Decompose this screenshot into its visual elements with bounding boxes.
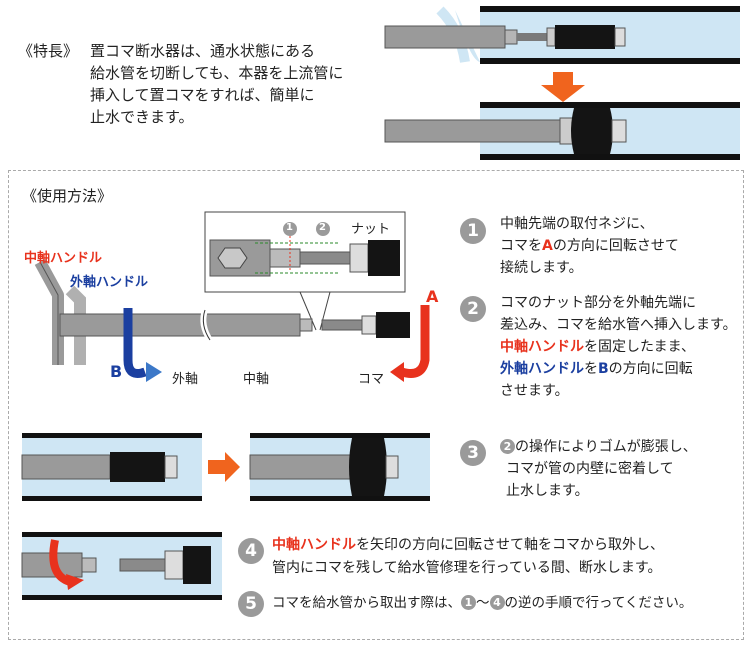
step-2-line-1: コマのナット部分を外軸先端に [500, 295, 696, 311]
step-2-number: 2 [460, 296, 486, 322]
step-3-number: 3 [460, 440, 486, 466]
step-5-number: 5 [238, 591, 264, 617]
top-pipe-after [384, 102, 740, 160]
feature-label: 《特長》 [18, 42, 79, 60]
zoom-marker-2-text: 2 [319, 222, 326, 233]
step-1-number: 1 [460, 218, 486, 244]
step-ref-4: 4 [489, 595, 505, 610]
label-nut: ナット [351, 222, 391, 237]
step-2-line-2: 差込み、コマを給水管へ挿入します。 [500, 317, 737, 333]
step-2-line-5: させます。 [500, 383, 569, 399]
step-4-number: 4 [238, 538, 264, 564]
step-4-line-2: 管内にコマを残して給水管修理を行っている間、断水します。 [272, 560, 662, 576]
label-arrow-a: A [426, 287, 439, 306]
label-koma: コマ [358, 372, 385, 387]
step-4-line-1: 中軸ハンドルを矢印の方向に回転させて軸をコマから取外し、 [272, 537, 664, 553]
feature-line-2: 給水管を切断しても、本器を上流管に [90, 64, 344, 82]
step-2-line-4: 外軸ハンドルをBの方向に回転 [500, 361, 693, 377]
step-2-line-3: 中軸ハンドルを固定したまま、 [500, 339, 696, 355]
zoom-marker-2 [316, 222, 330, 236]
top-pipe-before [384, 6, 740, 64]
label-outer-handle: 外軸ハンドル [70, 275, 149, 290]
step-1-line-3: 接続します。 [500, 260, 583, 276]
step-1-line-2: コマをAの方向に回転させて [500, 238, 679, 254]
label-outer-shaft: 外軸 [172, 372, 199, 387]
step-ref-2: 2 [500, 439, 515, 454]
feature-line-4: 止水できます。 [90, 108, 194, 126]
usage-title: 《使用方法》 [22, 187, 113, 205]
usage-section [8, 170, 744, 640]
right-arrow [208, 452, 240, 482]
feature-line-3: 挿入して置コマをすれば、簡単に [90, 86, 315, 104]
step-1-line-1: 中軸先端の取付ネジに、 [500, 216, 654, 232]
label-arrow-b: B [110, 362, 123, 381]
feature-line-1: 置コマ断水器は、通水状態にある [90, 42, 316, 60]
zoom-marker-1 [283, 222, 297, 236]
step-3-line-3: 止水します。 [506, 483, 589, 499]
down-arrow [541, 72, 585, 102]
label-middle-handle: 中軸ハンドル [24, 251, 103, 266]
step-3-line-2: コマが管の内壁に密着して [506, 461, 674, 477]
step-ref-1: 1 [461, 595, 476, 610]
label-middle-shaft: 中軸 [243, 372, 270, 387]
zoom-marker-1-text: 1 [286, 222, 293, 233]
